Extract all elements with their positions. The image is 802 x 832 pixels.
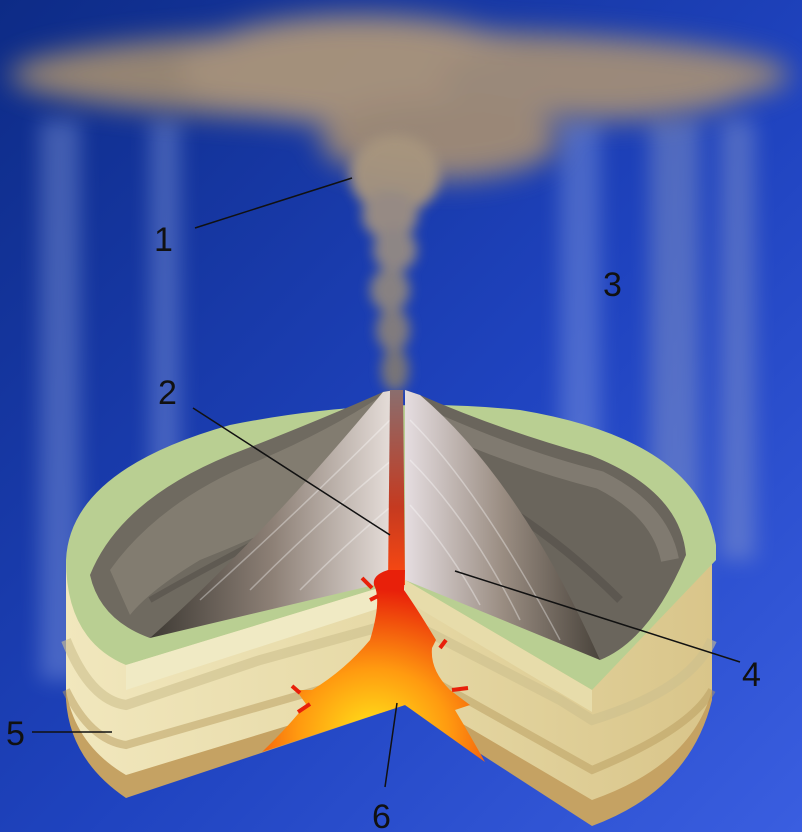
label-conduit: 2: [158, 374, 177, 412]
label-stratum: 5: [6, 715, 25, 753]
label-ash-cloud: 1: [154, 221, 173, 259]
label-ash-rain: 3: [603, 266, 622, 304]
label-lava-ash-layers: 4: [742, 656, 761, 694]
volcanic-conduit: [388, 390, 405, 585]
label-magma-chamber: 6: [372, 798, 391, 832]
